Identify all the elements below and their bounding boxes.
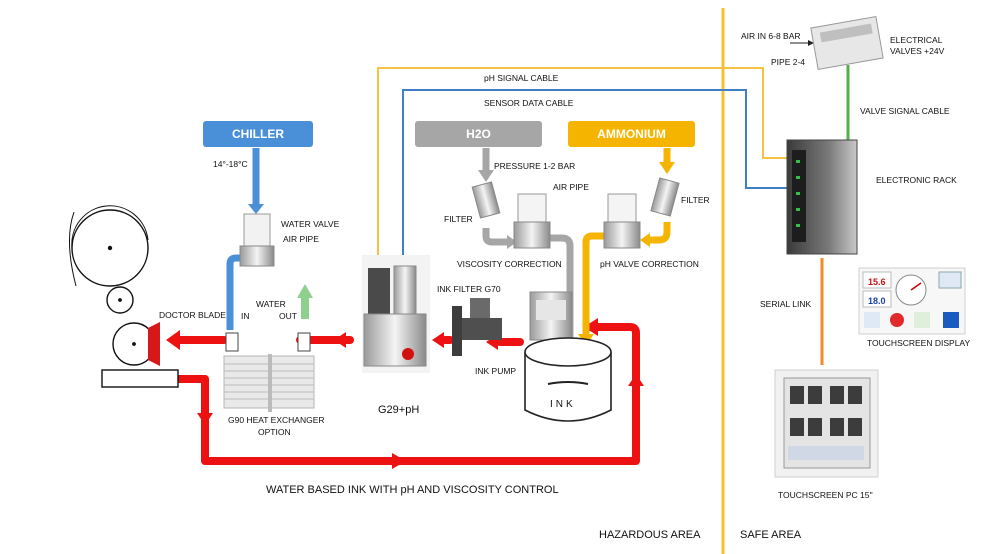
doctor-blade — [148, 322, 160, 366]
ink-filter — [452, 298, 502, 356]
ph-filter-pipe — [648, 222, 671, 244]
filter-right-label: FILTER — [681, 195, 710, 205]
chiller-temp-label: 14°-18°C — [213, 159, 248, 169]
water-in-label: IN — [241, 311, 250, 321]
ph-valve — [603, 193, 641, 249]
air-in-label: AIR IN 6-8 BAR — [741, 31, 801, 41]
valve-signal-cable-label: VALVE SIGNAL CABLE — [860, 106, 950, 116]
ink-pump-label: INK PUMP — [475, 366, 517, 376]
ph-signal-cable — [377, 67, 790, 270]
ph-valve-correction-label: pH VALVE CORRECTION — [600, 259, 699, 269]
ammonium-filter — [650, 177, 680, 217]
water-out-label: OUT — [279, 311, 297, 321]
red-arrow-to-exchanger — [334, 332, 346, 348]
main-caption: WATER BASED INK WITH pH AND VISCOSITY CO… — [266, 484, 559, 496]
viscosity-valve — [513, 193, 551, 249]
sensor-data-cable-label: SENSOR DATA CABLE — [484, 98, 574, 108]
h2o-filter — [471, 181, 501, 219]
ph-signal-cable-label: pH SIGNAL CABLE — [484, 73, 559, 83]
red-arrow-up-right — [628, 374, 644, 386]
safe-area-label: SAFE AREA — [740, 529, 802, 541]
g29-label: G29+pH — [378, 404, 420, 416]
red-arrow-down-left — [197, 413, 213, 425]
water-label: WATER — [256, 299, 286, 309]
pressure-label: PRESSURE 1-2 BAR — [494, 161, 576, 171]
roller-web-line — [68, 211, 77, 287]
heat-exchanger-option-label: OPTION — [258, 427, 291, 437]
chiller-header: CHILLER — [203, 121, 313, 147]
touchscreen-display — [858, 267, 966, 335]
viscosity-to-tank — [548, 234, 574, 350]
water-valve — [239, 213, 275, 267]
chiller-arrow — [248, 204, 264, 214]
pipe-label: PIPE 2-4 — [771, 57, 806, 67]
sensor-data-cable — [402, 89, 790, 268]
display-value-1: 15.6 — [868, 277, 886, 287]
electronic-rack-label: ELECTRONIC RACK — [876, 175, 957, 185]
ink-pump — [529, 291, 573, 341]
air-pipe-mid-label: AIR PIPE — [553, 182, 589, 192]
electrical-valves — [810, 16, 884, 70]
display-value-2: 18.0 — [868, 296, 886, 306]
ink-filter-label: INK FILTER G70 — [437, 284, 501, 294]
print-rollers — [71, 205, 179, 388]
ammonium-header: AMMONIUM — [568, 121, 695, 147]
filter-left-label: FILTER — [444, 214, 473, 224]
h2o-header: H2O — [415, 121, 542, 147]
heat-exchanger — [223, 332, 315, 412]
electrical-valves-label-1: ELECTRICAL — [890, 35, 943, 45]
g29-sensor — [362, 255, 430, 373]
ph-valve-to-tank — [582, 232, 604, 336]
hazardous-area-label: HAZARDOUS AREA — [599, 529, 701, 541]
water-out-arrow — [301, 297, 309, 319]
red-arrow-to-roller — [166, 330, 180, 350]
touchscreen-pc — [774, 369, 879, 478]
serial-link-label: SERIAL LINK — [760, 299, 812, 309]
electrical-valves-label-2: VALVES +24V — [890, 46, 945, 56]
red-arrow-right-bottom — [392, 453, 406, 469]
touchscreen-pc-label: TOUCHSCREEN PC 15'' — [778, 490, 873, 500]
heat-exchanger-label: G90 HEAT EXCHANGER — [228, 415, 325, 425]
viscosity-pipe — [482, 228, 508, 246]
viscosity-correction-label: VISCOSITY CORRECTION — [457, 259, 562, 269]
water-valve-pipe — [226, 254, 244, 330]
water-valve-label: WATER VALVE — [281, 219, 340, 229]
air-pipe-left-label: AIR PIPE — [283, 234, 319, 244]
doctor-blade-label: DOCTOR BLADE — [159, 310, 226, 320]
red-arrow-to-g29 — [432, 332, 444, 348]
touchscreen-display-label: TOUCHSCREEN DISPLAY — [867, 338, 971, 348]
red-arrow-into-tank — [584, 318, 598, 336]
electronic-rack-unit — [786, 139, 858, 255]
ink-tank-label: INK — [550, 399, 576, 410]
ink-tank — [524, 337, 612, 422]
